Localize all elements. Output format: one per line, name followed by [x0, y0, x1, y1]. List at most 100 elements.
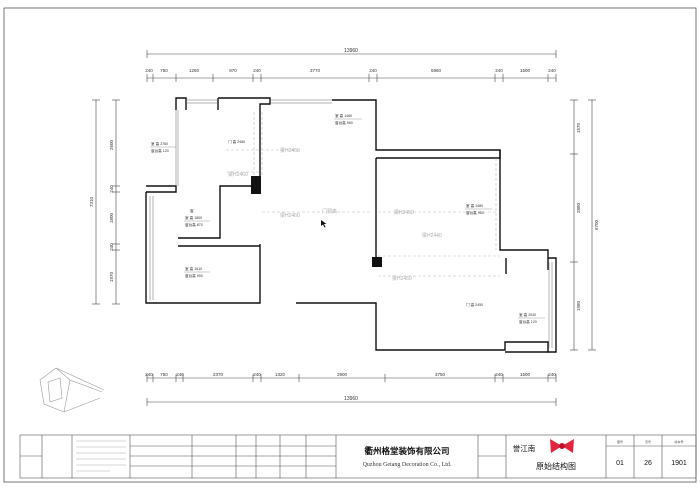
top-dim-10: 1500 — [520, 68, 531, 73]
center-label: 门洞高 — [322, 208, 337, 215]
left-dim-text: 7310 2600 240 1800 240 1970 — [89, 139, 114, 282]
right-dimensions — [570, 99, 596, 351]
top-dim-5: 240 — [253, 68, 261, 73]
company-name-en: Quzhou Getang Decoration Co., Ltd. — [363, 462, 452, 468]
door-label-1: 门 高 2480 — [228, 139, 245, 144]
room-1-value: 2760 — [160, 142, 168, 146]
beam-label-6: 梁H2450 — [392, 275, 412, 282]
bottom-dim-1: 240 — [145, 372, 153, 377]
top-dim-4: 870 — [229, 68, 237, 73]
right-dim-1: 1570 — [576, 122, 581, 133]
title-block — [19, 434, 697, 479]
left-dimensions — [92, 99, 120, 305]
top-dim-3: 1250 — [189, 68, 200, 73]
right-outer-dim: 6700 — [594, 219, 599, 230]
svg-text:窗台高 900: 窗台高 900 — [185, 273, 203, 278]
window-lines — [149, 99, 553, 348]
page-number: 26 — [644, 460, 652, 467]
room-4-value: 1480 — [344, 114, 352, 118]
top-dim-11: 240 — [548, 68, 556, 73]
room-6-sub: 窗台高 — [519, 319, 530, 324]
bottom-dimensions — [146, 374, 557, 406]
room-tag-3: 室 高 1610 窗台高 900 — [184, 266, 210, 278]
title-block-notes — [76, 440, 126, 472]
room-2-sub: 窗台高 — [185, 222, 196, 227]
top-dim-1: 240 — [145, 68, 153, 73]
beam-label-4: 梁H2450 — [394, 209, 414, 216]
left-dim-5: 1970 — [109, 271, 114, 282]
right-dim-text: 1570 2880 1980 6700 — [576, 122, 599, 311]
top-total-dim: 13960 — [344, 48, 358, 54]
top-dim-2: 750 — [160, 68, 168, 73]
svg-text:室 高 1480: 室 高 1480 — [466, 203, 483, 208]
header-label-3: 版本号 — [674, 439, 683, 444]
bottom-dim-10: 1500 — [520, 372, 531, 377]
svg-text:窗台高 950: 窗台高 950 — [466, 210, 484, 215]
svg-text:窗台高 120: 窗台高 120 — [151, 148, 169, 153]
sheet-number: 01 — [616, 460, 624, 467]
svg-text:室 高 1480: 室 高 1480 — [335, 113, 352, 118]
room-5-value: 1480 — [475, 204, 483, 208]
top-dimensions — [146, 50, 557, 82]
room-5-name: 室 高 — [466, 203, 475, 208]
bottom-dim-9: 240 — [495, 372, 503, 377]
company-name-cn: 衢州格堂装饰有限公司 — [364, 446, 449, 457]
bottom-dim-2: 750 — [160, 372, 168, 377]
room-3-sub: 窗台高 — [185, 273, 196, 278]
version-number: 1901 — [671, 460, 687, 467]
room-tag-5: 室 高 1480 窗台高 950 — [465, 203, 492, 215]
top-segment-dims: 240 750 1250 870 240 3770 240 5960 240 1… — [145, 68, 556, 73]
top-dim-6: 3770 — [310, 68, 321, 73]
room-tag-6: 室 高 2040 窗台高 120 — [518, 312, 545, 324]
header-label-2: 页号 — [645, 439, 651, 444]
title-block-headers: 图号 页号 版本号 — [617, 439, 684, 444]
room-3-sub-value: 900 — [197, 274, 203, 278]
room-4-sub-value: 950 — [347, 121, 353, 125]
bottom-dim-6: 1320 — [275, 372, 286, 377]
room-4-sub: 窗台高 — [335, 120, 346, 125]
svg-text:室 高 1610: 室 高 1610 — [185, 266, 202, 271]
svg-text:室 高 2760: 室 高 2760 — [151, 141, 168, 146]
left-outer-dim: 7310 — [89, 196, 94, 207]
room-annotations: 室 高 2760 窗台高 120 室 高 1800 窗台高 870 室 高 16… — [150, 113, 545, 324]
sheet-border — [3, 7, 697, 483]
top-dim-7: 240 — [369, 68, 377, 73]
bow-icon — [550, 439, 574, 453]
beam-label-3: 梁H2460 — [280, 212, 300, 219]
bottom-segment-dims: 240 750 240 2370 240 1320 2900 3750 240 … — [145, 372, 556, 377]
room-5-sub: 窗台高 — [466, 210, 477, 215]
right-dim-3: 1980 — [576, 300, 581, 311]
top-dim-9: 240 — [495, 68, 503, 73]
room-1-sub-value: 120 — [163, 149, 169, 153]
company-logo-icon — [39, 367, 105, 413]
bottom-dim-11: 240 — [548, 372, 556, 377]
bottom-total-dim: 13960 — [344, 396, 358, 402]
svg-text:室 高 2040: 室 高 2040 — [519, 312, 536, 317]
room-6-value: 2040 — [528, 313, 536, 317]
header-label-1: 图号 — [617, 439, 623, 444]
bottom-dim-3: 240 — [176, 372, 184, 377]
drawing-name: 原始结构图 — [536, 461, 576, 471]
room-6-sub-value: 120 — [531, 320, 537, 324]
bottom-dim-7: 2900 — [337, 372, 348, 377]
room-3-value: 1610 — [194, 267, 202, 271]
svg-text:窗台高 870: 窗台高 870 — [185, 222, 203, 227]
exterior-walls — [145, 97, 557, 353]
top-dim-8: 5960 — [431, 68, 442, 73]
beam-label-5: 梁H2440 — [422, 232, 442, 239]
bottom-dim-5: 240 — [253, 372, 261, 377]
svg-text:窗台高 120: 窗台高 120 — [519, 319, 537, 324]
room-5-sub-value: 950 — [478, 211, 484, 215]
structural-column-2 — [372, 257, 382, 267]
bottom-dim-4: 2370 — [213, 372, 224, 377]
right-dim-2: 2880 — [576, 202, 581, 213]
room-2-name: 室 高 — [185, 215, 194, 220]
room-3-name: 室 高 — [185, 266, 194, 271]
door-label-2: 门 高 2450 — [466, 302, 483, 307]
room-1-sub: 窗台高 — [151, 148, 162, 153]
room-1-name: 室 高 — [151, 141, 160, 146]
structural-column-1 — [251, 176, 261, 194]
beam-labels: 梁H2460 梁H2460 梁H2460 梁H2450 梁H2440 梁H245… — [228, 147, 442, 282]
